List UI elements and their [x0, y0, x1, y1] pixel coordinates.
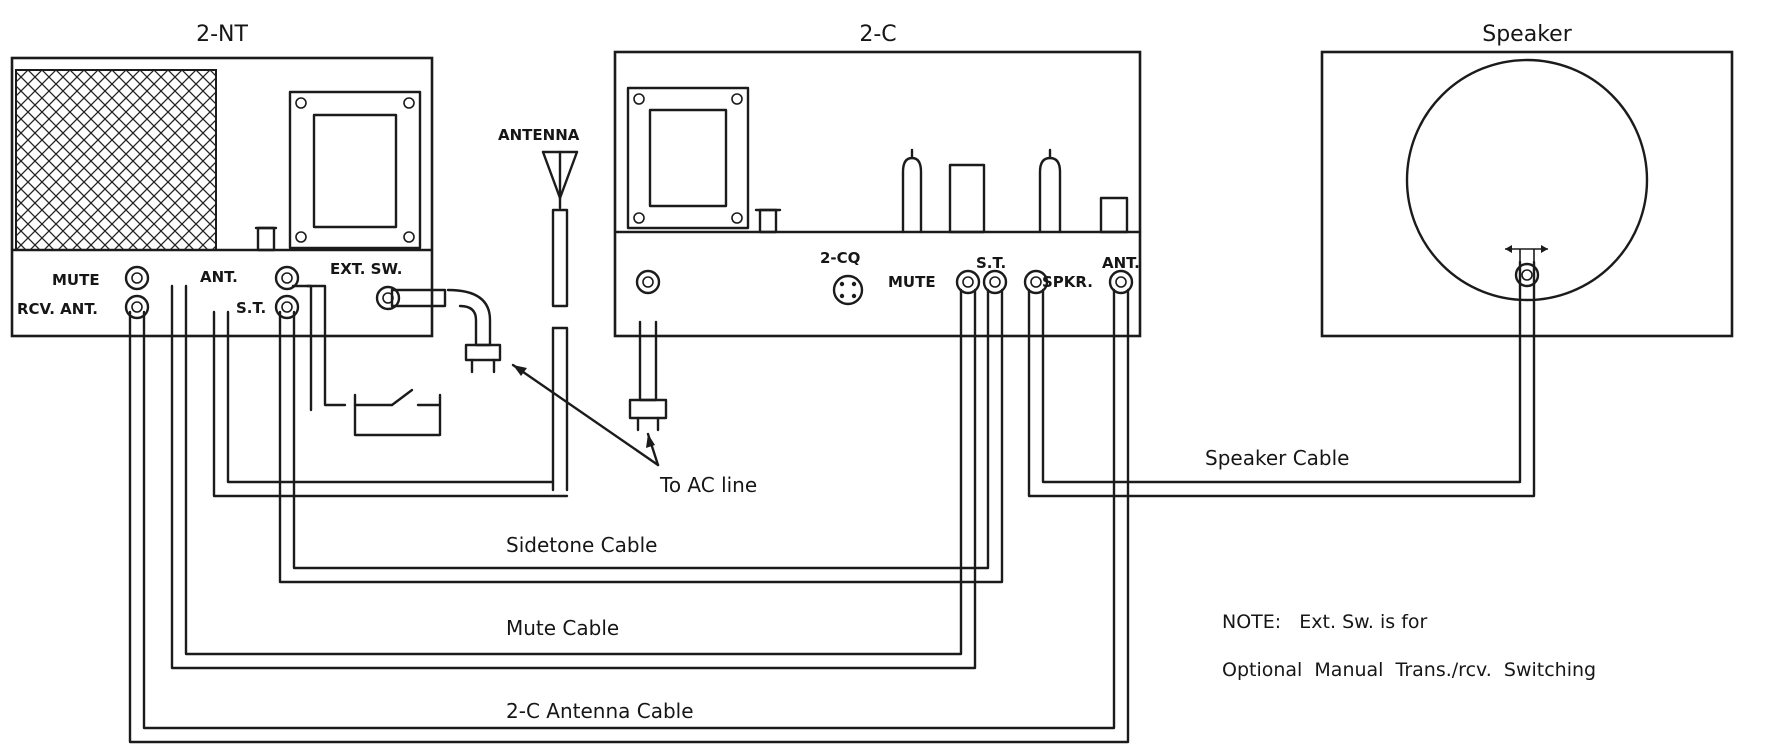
cable-speaker [1027, 260, 1536, 498]
jack-speaker-unit [1514, 262, 1540, 288]
unit-2nt [10, 56, 434, 338]
note-line-1: NOTE: Ext. Sw. is for [1222, 611, 1428, 633]
label-mute-2c: MUTE [888, 273, 936, 291]
label-sidetone-cable: Sidetone Cable [506, 533, 657, 557]
antenna-symbol [541, 150, 579, 492]
label-st-2c: S.T. [976, 254, 1006, 272]
label-mute-cable: Mute Cable [506, 616, 619, 640]
unit-title-speaker: Speaker [1482, 22, 1572, 47]
label-2cq: 2-CQ [820, 249, 860, 267]
ext-switch-wiring [291, 284, 442, 437]
jack-mute-2c [955, 269, 981, 295]
ac-pointer-arrows [511, 363, 660, 467]
jack-spkr [1023, 269, 1049, 295]
label-ext-sw: EXT. SW. [330, 260, 403, 278]
label-antenna-cable: 2-C Antenna Cable [506, 699, 694, 723]
label-antenna: ANTENNA [498, 126, 580, 144]
label-ac-line: To AC line [659, 473, 757, 497]
jack-ac-2c [635, 269, 661, 295]
cable-sidetone [278, 288, 1004, 584]
can-2 [1099, 196, 1129, 234]
jack-ant-2c [1108, 269, 1134, 295]
label-speaker-cable: Speaker Cable [1205, 446, 1349, 470]
cable-mute [170, 284, 977, 670]
jacks-2c [635, 269, 1134, 295]
jack-st-2c [982, 269, 1008, 295]
label-st-2nt: S.T. [236, 299, 266, 317]
jack-ext-sw [274, 265, 300, 291]
can-1 [948, 163, 986, 234]
jack-mute-2nt [124, 265, 150, 291]
cq-socket [832, 274, 864, 306]
speaker-grille [15, 69, 217, 251]
cable-2c-antenna [128, 288, 1130, 744]
label-spkr: SPKR. [1042, 273, 1093, 291]
unit-2c [613, 50, 1142, 338]
jacks-2nt [124, 265, 401, 320]
jack-rcv-ant [124, 294, 150, 320]
meter-2c [626, 86, 750, 230]
ac-plug-2c [628, 320, 668, 432]
unit-title-2nt: 2-NT [196, 22, 248, 47]
note-line-2: Optional Manual Trans./rcv. Switching [1222, 659, 1596, 681]
cable-antenna-2nt [212, 310, 569, 498]
unit-speaker [1320, 50, 1734, 338]
label-mute-2nt: MUTE [52, 271, 100, 289]
label-ant-2c: ANT. [1102, 254, 1140, 272]
meter-2nt [288, 90, 422, 250]
unit-title-2c: 2-C [859, 22, 896, 47]
speaker-cone [1405, 58, 1649, 302]
label-ant-2nt: ANT. [200, 268, 238, 286]
jack-st-2nt [274, 294, 300, 320]
jack-ac-2nt [375, 285, 401, 311]
label-rcv-ant: RCV. ANT. [17, 300, 98, 318]
